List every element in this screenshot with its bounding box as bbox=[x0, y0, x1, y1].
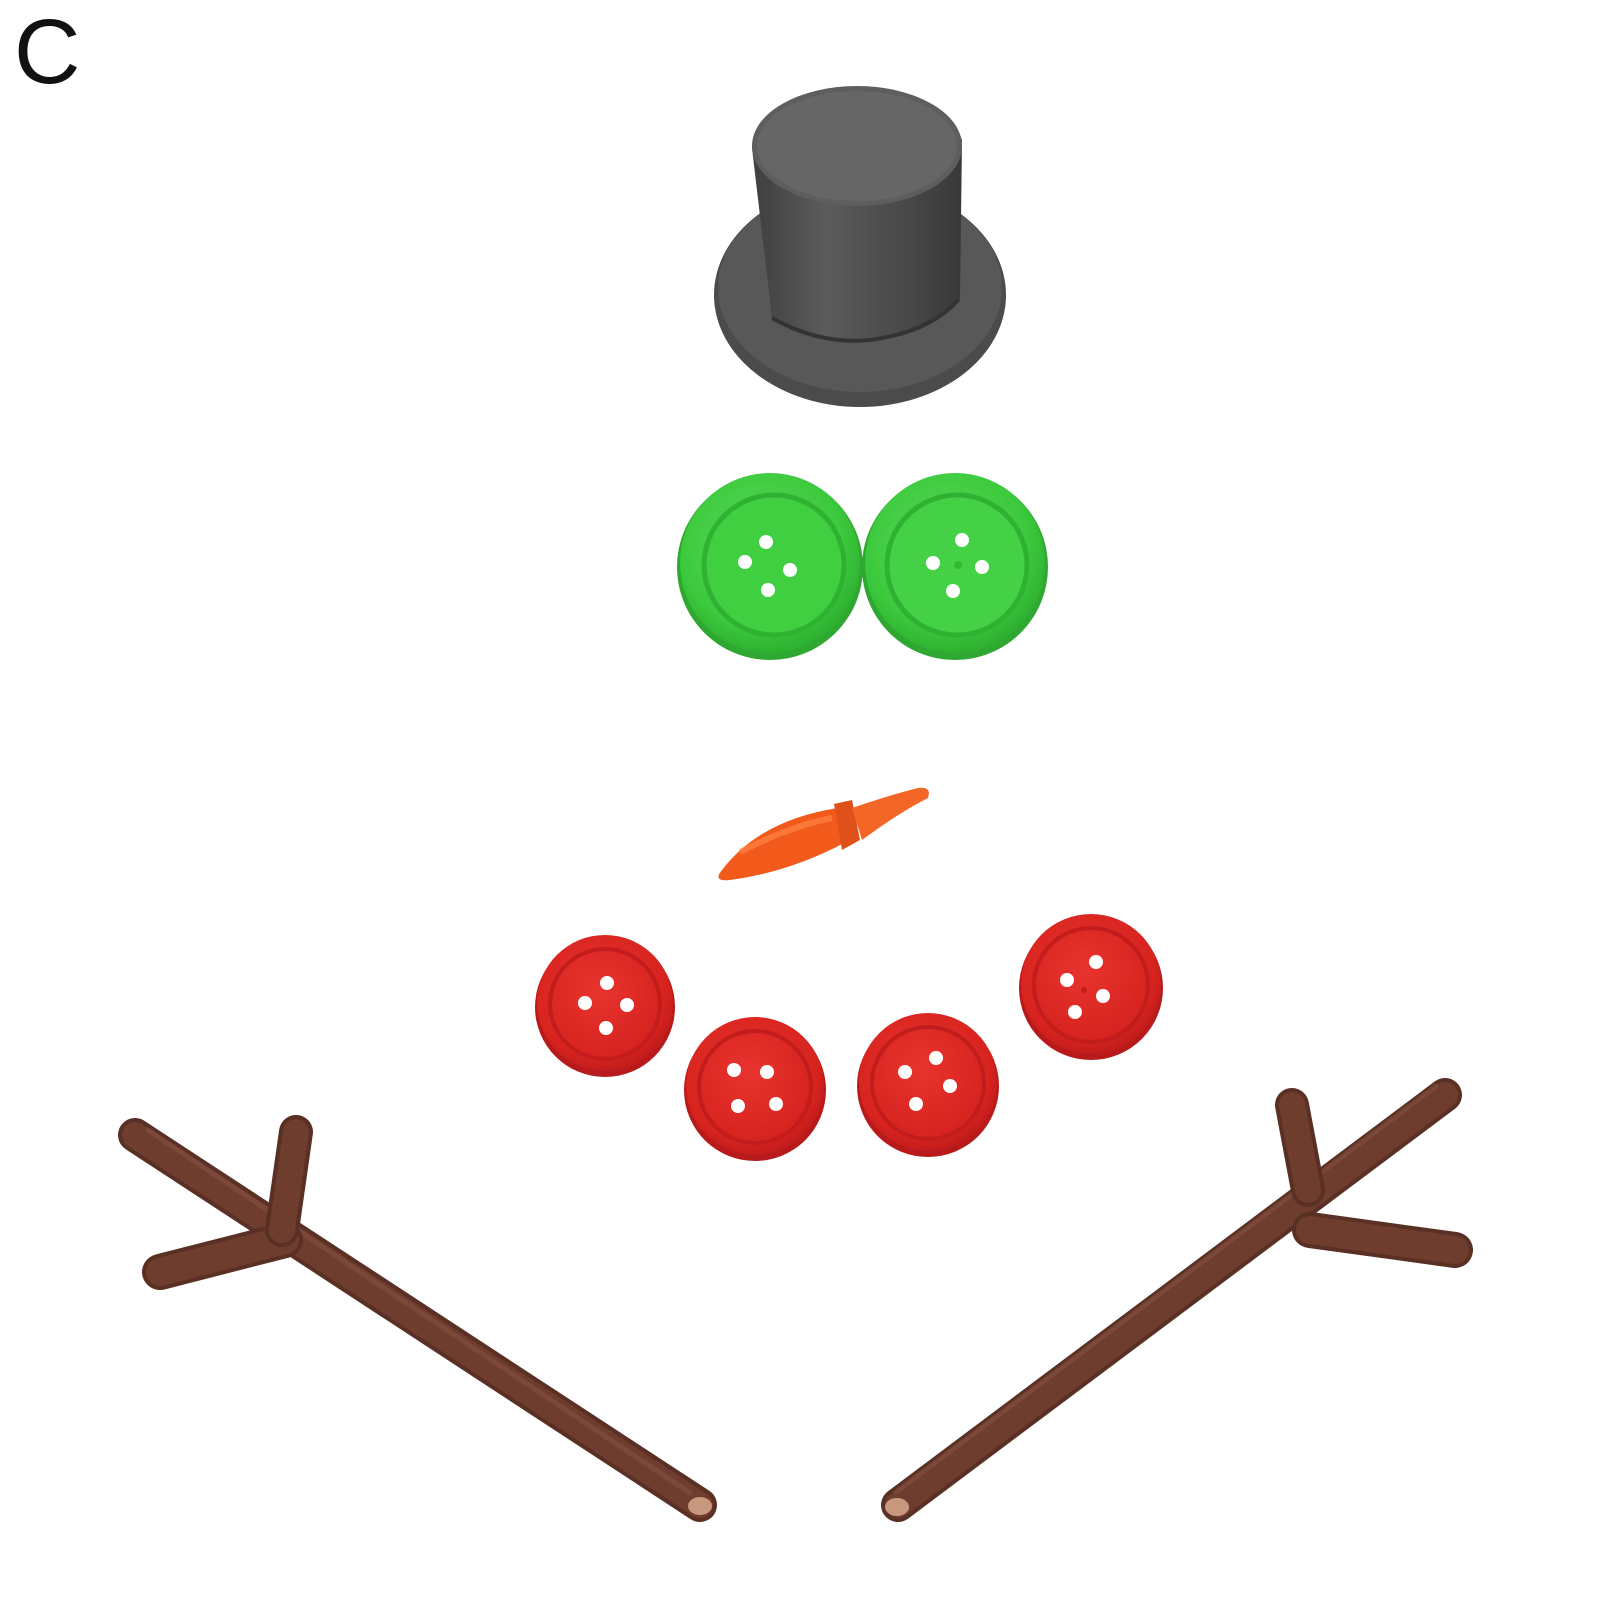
stick-arm-right bbox=[881, 1078, 1473, 1522]
button-holes bbox=[578, 976, 634, 1035]
eye-button-left bbox=[677, 473, 863, 660]
button-holes bbox=[738, 535, 797, 597]
mouth-button-2 bbox=[684, 1017, 826, 1161]
mouth-button-3 bbox=[857, 1013, 999, 1157]
button-holes bbox=[1060, 955, 1110, 1019]
stick-arm-left bbox=[118, 1115, 717, 1522]
button-holes bbox=[727, 1063, 783, 1113]
mouth-button-4 bbox=[1019, 914, 1163, 1060]
button-holes bbox=[898, 1051, 957, 1111]
carrot-nose-icon bbox=[718, 787, 929, 881]
mouth-button-1 bbox=[535, 935, 675, 1077]
eye-button-right bbox=[862, 473, 1048, 660]
top-hat-icon bbox=[714, 86, 1006, 407]
variant-letter: C bbox=[14, 1, 81, 103]
button-holes bbox=[926, 533, 989, 598]
